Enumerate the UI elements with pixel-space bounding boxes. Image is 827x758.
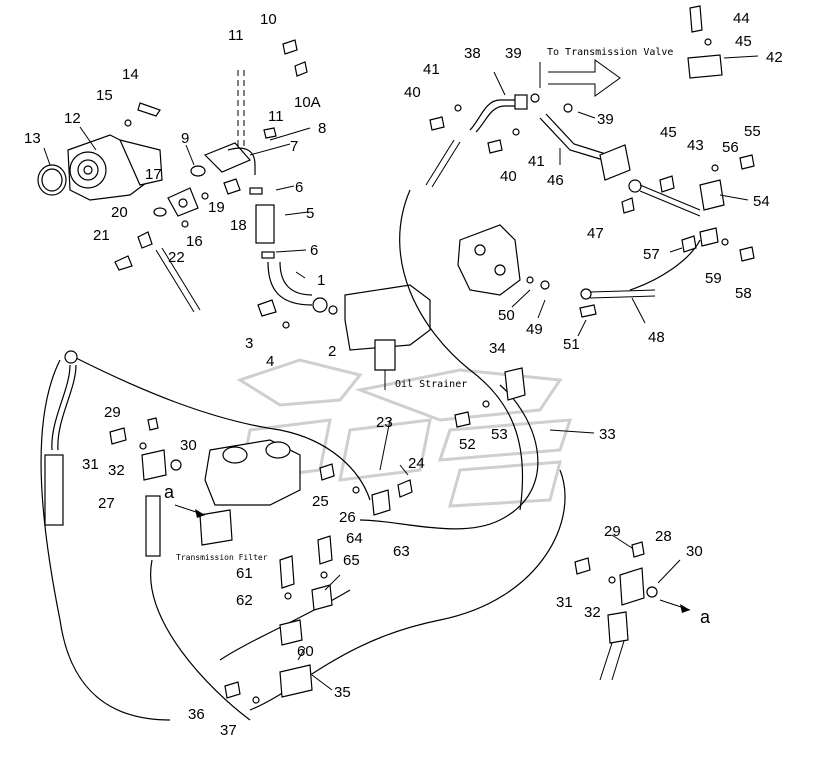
callout-41a: 41 <box>423 61 440 78</box>
callout-2: 2 <box>328 343 336 360</box>
callout-57: 57 <box>643 246 660 263</box>
callout-1: 1 <box>317 272 325 289</box>
callout-26: 26 <box>339 509 356 526</box>
callout-64: 64 <box>346 530 363 547</box>
callout-55: 55 <box>744 123 761 140</box>
clamp-assembly-lower <box>224 535 333 704</box>
callout-60: 60 <box>297 643 314 660</box>
detail-a-right <box>574 541 658 681</box>
callout-38: 38 <box>464 45 481 62</box>
callout-8: 8 <box>318 120 326 137</box>
callout-9: 9 <box>181 130 189 147</box>
callout-42: 42 <box>766 49 783 66</box>
callout-37: 37 <box>220 722 237 739</box>
callout-61: 61 <box>236 565 253 582</box>
callout-46: 46 <box>547 172 564 189</box>
callout-15: 15 <box>96 87 113 104</box>
callout-a-left: a <box>164 482 175 502</box>
callout-45b: 45 <box>660 124 677 141</box>
callout-32a: 32 <box>108 462 125 479</box>
callout-24: 24 <box>408 455 425 472</box>
callout-23: 23 <box>376 414 393 431</box>
callout-18: 18 <box>230 217 247 234</box>
suction-hose-assembly <box>203 39 338 329</box>
callout-30b: 30 <box>686 543 703 560</box>
leader-lines <box>43 55 759 691</box>
callout-43: 43 <box>687 137 704 154</box>
callout-31b: 31 <box>556 594 573 611</box>
oil-strainer-body <box>344 284 431 390</box>
callout-7: 7 <box>290 138 298 155</box>
callout-6a: 6 <box>295 179 303 196</box>
callout-16: 16 <box>186 233 203 250</box>
callout-25: 25 <box>312 493 329 510</box>
callout-63: 63 <box>393 543 410 560</box>
callout-29b: 29 <box>604 523 621 540</box>
callout-49: 49 <box>526 321 543 338</box>
callout-58: 58 <box>735 285 752 302</box>
callout-10: 10 <box>260 11 277 28</box>
callout-19: 19 <box>208 199 225 216</box>
callout-28: 28 <box>655 528 672 545</box>
transmission-filter-assembly <box>44 350 301 557</box>
valve-body <box>457 224 656 318</box>
flow-arrows <box>174 59 691 613</box>
callout-21: 21 <box>93 227 110 244</box>
callout-13: 13 <box>24 130 41 147</box>
callout-34: 34 <box>489 340 506 357</box>
bolt-set-52-53 <box>454 367 526 428</box>
callout-29a: 29 <box>104 404 121 421</box>
callout-53: 53 <box>491 426 508 443</box>
callout-40b: 40 <box>500 168 517 185</box>
callout-54: 54 <box>753 193 770 210</box>
callout-31a: 31 <box>82 456 99 473</box>
callout-a-right: a <box>700 607 711 627</box>
callout-51: 51 <box>563 336 580 353</box>
callout-12: 12 <box>64 110 81 127</box>
caption-oil-strainer: Oil Strainer <box>395 379 467 390</box>
callout-36: 36 <box>188 706 205 723</box>
callout-32b: 32 <box>584 604 601 621</box>
callout-40a: 40 <box>404 84 421 101</box>
callout-41b: 41 <box>528 153 545 170</box>
callout-5: 5 <box>306 205 314 222</box>
caption-to-transmission-valve: To Transmission Valve <box>547 47 673 58</box>
callout-11a: 11 <box>228 27 244 44</box>
callout-17: 17 <box>145 166 162 183</box>
callout-39a: 39 <box>505 45 522 62</box>
pump-assembly <box>37 102 241 313</box>
bracket-upper-right <box>687 5 723 79</box>
callout-48: 48 <box>648 329 665 346</box>
clamp-assembly-middle <box>319 463 413 516</box>
callout-30a: 30 <box>180 437 197 454</box>
callout-11b: 11 <box>268 108 284 125</box>
transmission-valve-pipe <box>425 93 701 217</box>
callout-35: 35 <box>334 684 351 701</box>
callout-56: 56 <box>722 139 739 156</box>
callout-45a: 45 <box>735 33 752 50</box>
callout-47: 47 <box>587 225 604 242</box>
callout-6b: 6 <box>310 242 318 259</box>
callout-33: 33 <box>599 426 616 443</box>
callout-3: 3 <box>245 335 253 352</box>
callout-22: 22 <box>168 249 185 266</box>
callout-44: 44 <box>733 10 750 27</box>
callout-50: 50 <box>498 307 515 324</box>
callout-59: 59 <box>705 270 722 287</box>
callout-10a: 10A <box>294 94 321 111</box>
callout-20: 20 <box>111 204 128 221</box>
caption-transmission-filter: Transmission Filter <box>176 553 268 562</box>
callout-4: 4 <box>266 353 274 370</box>
callout-27: 27 <box>98 495 115 512</box>
callout-62: 62 <box>236 592 253 609</box>
callout-39b: 39 <box>597 111 614 128</box>
callout-52: 52 <box>459 436 476 453</box>
clamp-assembly-right <box>629 154 755 291</box>
callout-14: 14 <box>122 66 139 83</box>
callout-65: 65 <box>343 552 360 569</box>
